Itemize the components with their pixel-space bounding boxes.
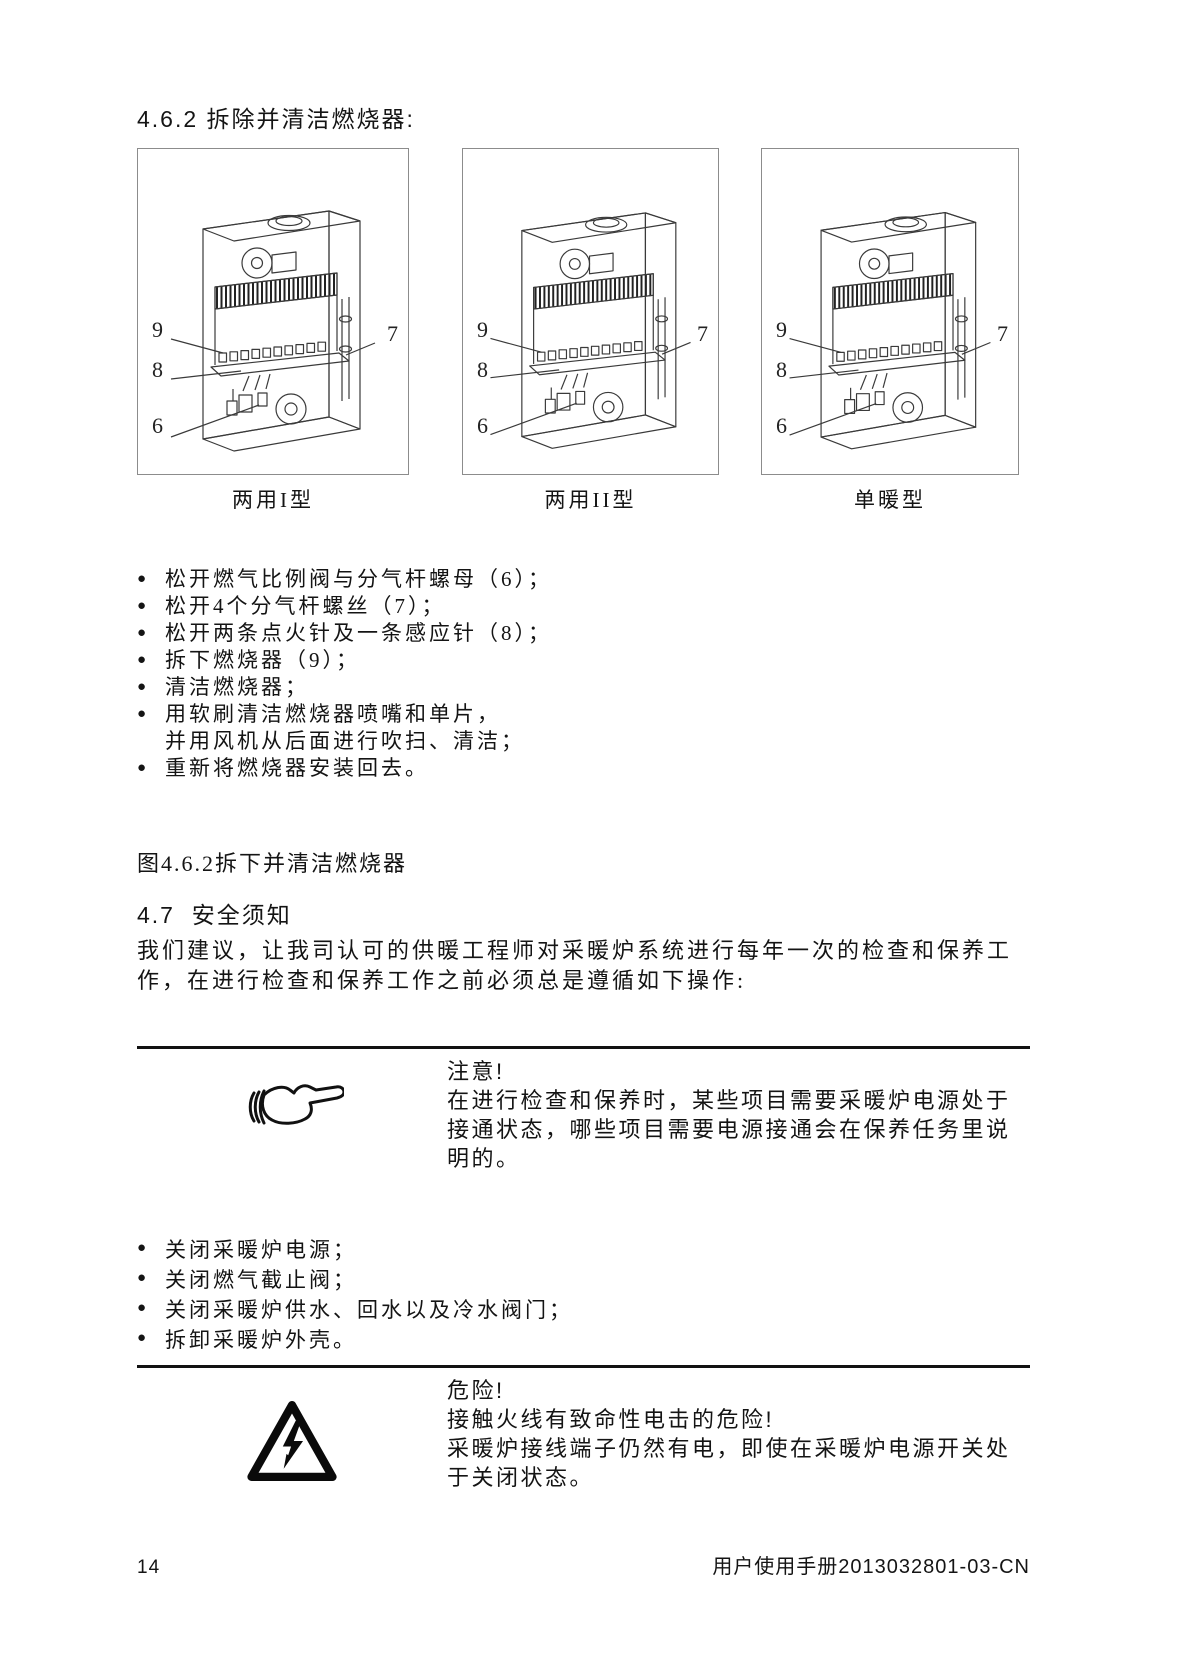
list-item: ● 松开4个分气杆螺丝（7）；	[137, 593, 1030, 620]
callout-9: 9	[477, 317, 488, 342]
figure-caption: 两用I型	[232, 488, 314, 512]
figure-label: 图4.6.2拆下并清洁燃烧器	[137, 851, 408, 876]
callout-7: 7	[387, 321, 398, 346]
bullet-icon: ●	[137, 1330, 150, 1346]
checklist-text: 关闭采暖炉电源；	[165, 1238, 357, 1262]
section-47-title: 4.7 安全须知	[137, 902, 292, 928]
figures-row: 9 8 7 6 两用I型	[137, 148, 1030, 514]
step-text: 清洁燃烧器；	[165, 675, 309, 699]
callout-8: 8	[776, 357, 787, 382]
boiler-diagram	[789, 211, 991, 450]
section-47-intro: 我们建议，让我司认可的供暖工程师对采暖炉系统进行每年一次的检查和保养工作，在进行…	[137, 938, 1013, 993]
callout-7: 7	[697, 321, 708, 346]
bullet-icon: ●	[137, 679, 150, 695]
callout-9: 9	[152, 317, 163, 342]
bullet-icon: ●	[137, 652, 150, 668]
step-text: 松开两条点火针及一条感应针（8）；	[165, 621, 552, 645]
checklist-text: 关闭采暖炉供水、回水以及冷水阀门；	[165, 1298, 573, 1322]
figure-dual-use-1: 9 8 7 6 两用I型	[137, 148, 409, 514]
list-item: ● 松开两条点火针及一条感应针（8）；	[137, 620, 1030, 647]
burner-steps-list: ● 松开燃气比例阀与分气杆螺母（6）； ● 松开4个分气杆螺丝（7）； ● 松开…	[137, 566, 1030, 782]
callout-6: 6	[152, 413, 163, 438]
note-body: 在进行检查和保养时，某些项目需要采暖炉电源处于接通状态，哪些项目需要电源接通会在…	[447, 1088, 1011, 1171]
danger-title: 危险!	[447, 1378, 505, 1403]
list-item: ● 用软刷清洁燃烧器喷嘴和单片，	[137, 701, 1030, 728]
manicule-icon	[248, 1084, 344, 1125]
danger-callout: 危险! 接触火线有致命性电击的危险! 采暖炉接线端子仍然有电，即使在采暖炉电源开…	[137, 1368, 1030, 1518]
list-item: ● 关闭采暖炉供水、回水以及冷水阀门；	[137, 1295, 1030, 1325]
bullet-icon: ●	[137, 571, 150, 587]
step-text: 并用风机从后面进行吹扫、清洁；	[165, 729, 525, 753]
callout-8: 8	[152, 357, 163, 382]
bullet-icon: ●	[137, 1270, 150, 1286]
page-number: 14	[137, 1557, 161, 1578]
step-text: 松开燃气比例阀与分气杆螺母（6）；	[165, 567, 552, 591]
step-text: 松开4个分气杆螺丝（7）；	[165, 594, 446, 618]
step-text: 拆下燃烧器（9）；	[165, 648, 360, 672]
boiler-diagram	[170, 210, 376, 452]
list-item: ● 松开燃气比例阀与分气杆螺母（6）；	[137, 566, 1030, 593]
figure-dual-use-2: 9 8 7 6 两用II型	[462, 148, 719, 514]
step-text: 重新将燃烧器安装回去。	[165, 756, 429, 780]
step-text: 用软刷清洁燃烧器喷嘴和单片，	[165, 702, 501, 726]
figure-box: 9 8 7 6	[462, 148, 719, 475]
callout-7: 7	[997, 321, 1008, 346]
figure-caption: 两用II型	[544, 488, 637, 512]
note-title: 注意!	[447, 1059, 505, 1084]
list-item-continuation: 并用风机从后面进行吹扫、清洁；	[137, 728, 1030, 755]
list-item: ● 清洁燃烧器；	[137, 674, 1030, 701]
list-item: ● 拆卸采暖炉外壳。	[137, 1325, 1030, 1355]
checklist-text: 拆卸采暖炉外壳。	[165, 1328, 357, 1352]
bullet-icon: ●	[137, 625, 150, 641]
figure-caption: 单暖型	[854, 488, 926, 512]
danger-line2: 采暖炉接线端子仍然有电，即使在采暖炉电源开关处于关闭状态。	[447, 1436, 1011, 1490]
checklist-text: 关闭燃气截止阀；	[165, 1268, 357, 1292]
callout-9: 9	[776, 317, 787, 342]
divider	[137, 1365, 1030, 1368]
danger-line1: 接触火线有致命性电击的危险!	[447, 1407, 775, 1432]
high-voltage-warning-icon	[247, 1400, 337, 1482]
list-item: ● 拆下燃烧器（9）；	[137, 647, 1030, 674]
figure-box: 9 8 7 6	[137, 148, 409, 475]
list-item: ● 关闭燃气截止阀；	[137, 1265, 1030, 1295]
divider	[137, 1046, 1030, 1049]
note-callout: 注意! 在进行检查和保养时，某些项目需要采暖炉电源处于接通状态，哪些项目需要电源…	[137, 1049, 1030, 1173]
bullet-icon: ●	[137, 706, 150, 722]
list-item: ● 重新将燃烧器安装回去。	[137, 755, 1030, 782]
callout-6: 6	[776, 413, 787, 438]
page-footer: 14 用户使用手册2013032801-03-CN	[137, 1550, 1030, 1579]
figure-heating-only: 9 8 7 6 单暖型	[761, 148, 1019, 514]
section-462-title: 4.6.2 拆除并清洁燃烧器:	[137, 106, 415, 132]
callout-6: 6	[477, 413, 488, 438]
list-item: ● 关闭采暖炉电源；	[137, 1235, 1030, 1265]
bullet-icon: ●	[137, 760, 150, 776]
bullet-icon: ●	[137, 1240, 150, 1256]
safety-checklist: ● 关闭采暖炉电源； ● 关闭燃气截止阀； ● 关闭采暖炉供水、回水以及冷水阀门…	[137, 1235, 1030, 1355]
boiler-diagram	[490, 212, 691, 449]
document-code: 用户使用手册2013032801-03-CN	[712, 1556, 1030, 1578]
bullet-icon: ●	[137, 1300, 150, 1316]
callout-8: 8	[477, 357, 488, 382]
bullet-icon: ●	[137, 598, 150, 614]
figure-box: 9 8 7 6	[761, 148, 1019, 475]
